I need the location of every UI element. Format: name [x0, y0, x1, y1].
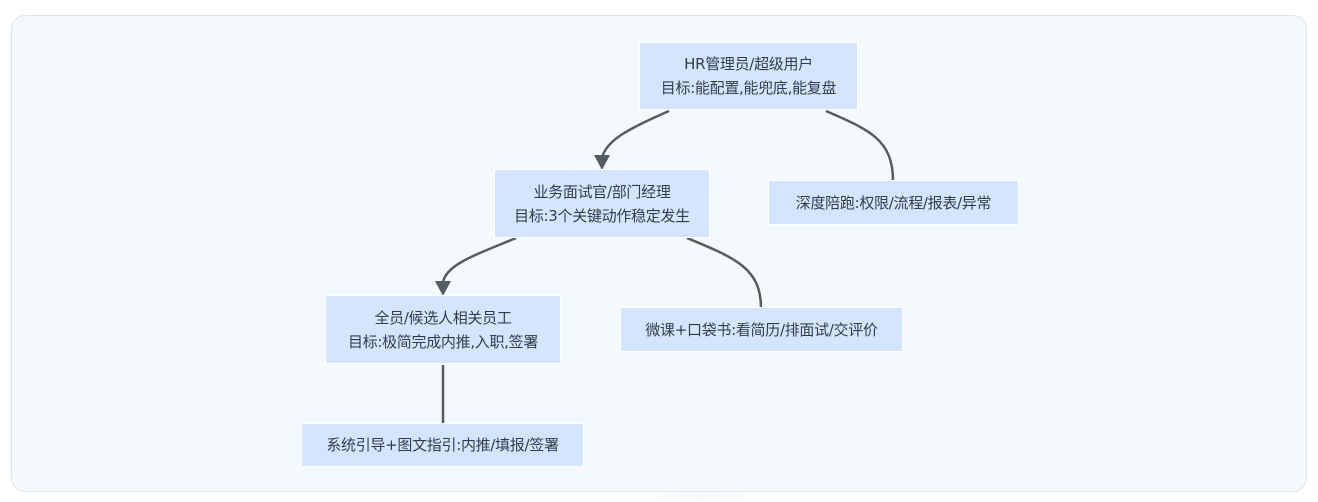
node-hr-admin-support[interactable]: 深度陪跑:权限/流程/报表/异常: [768, 180, 1019, 225]
node-goal: 目标:3个关键动作稳定发生: [514, 206, 690, 225]
node-all-staff[interactable]: 全员/候选人相关员工 目标:极简完成内推,入职,签署: [325, 295, 561, 364]
node-interviewer-support[interactable]: 微课+口袋书:看简历/排面试/交评价: [620, 307, 903, 352]
node-all-staff-support[interactable]: 系统引导+图文指引:内推/填报/签署: [301, 423, 584, 467]
node-title: 业务面试官/部门经理: [533, 182, 671, 201]
node-interviewer[interactable]: 业务面试官/部门经理 目标:3个关键动作稳定发生: [494, 169, 710, 238]
decorative-shadow: [640, 490, 760, 502]
node-title: HR管理员/超级用户: [684, 55, 813, 73]
node-text: 深度陪跑:权限/流程/报表/异常: [795, 193, 992, 212]
node-goal: 目标:能配置,能兜底,能复盘: [660, 79, 837, 97]
node-title: 全员/候选人相关员工: [374, 308, 512, 327]
node-text: 系统引导+图文指引:内推/填报/签署: [326, 436, 559, 454]
node-goal: 目标:极简完成内推,入职,签署: [347, 332, 539, 351]
node-hr-admin[interactable]: HR管理员/超级用户 目标:能配置,能兜底,能复盘: [639, 42, 858, 110]
node-text: 微课+口袋书:看简历/排面试/交评价: [645, 320, 878, 339]
